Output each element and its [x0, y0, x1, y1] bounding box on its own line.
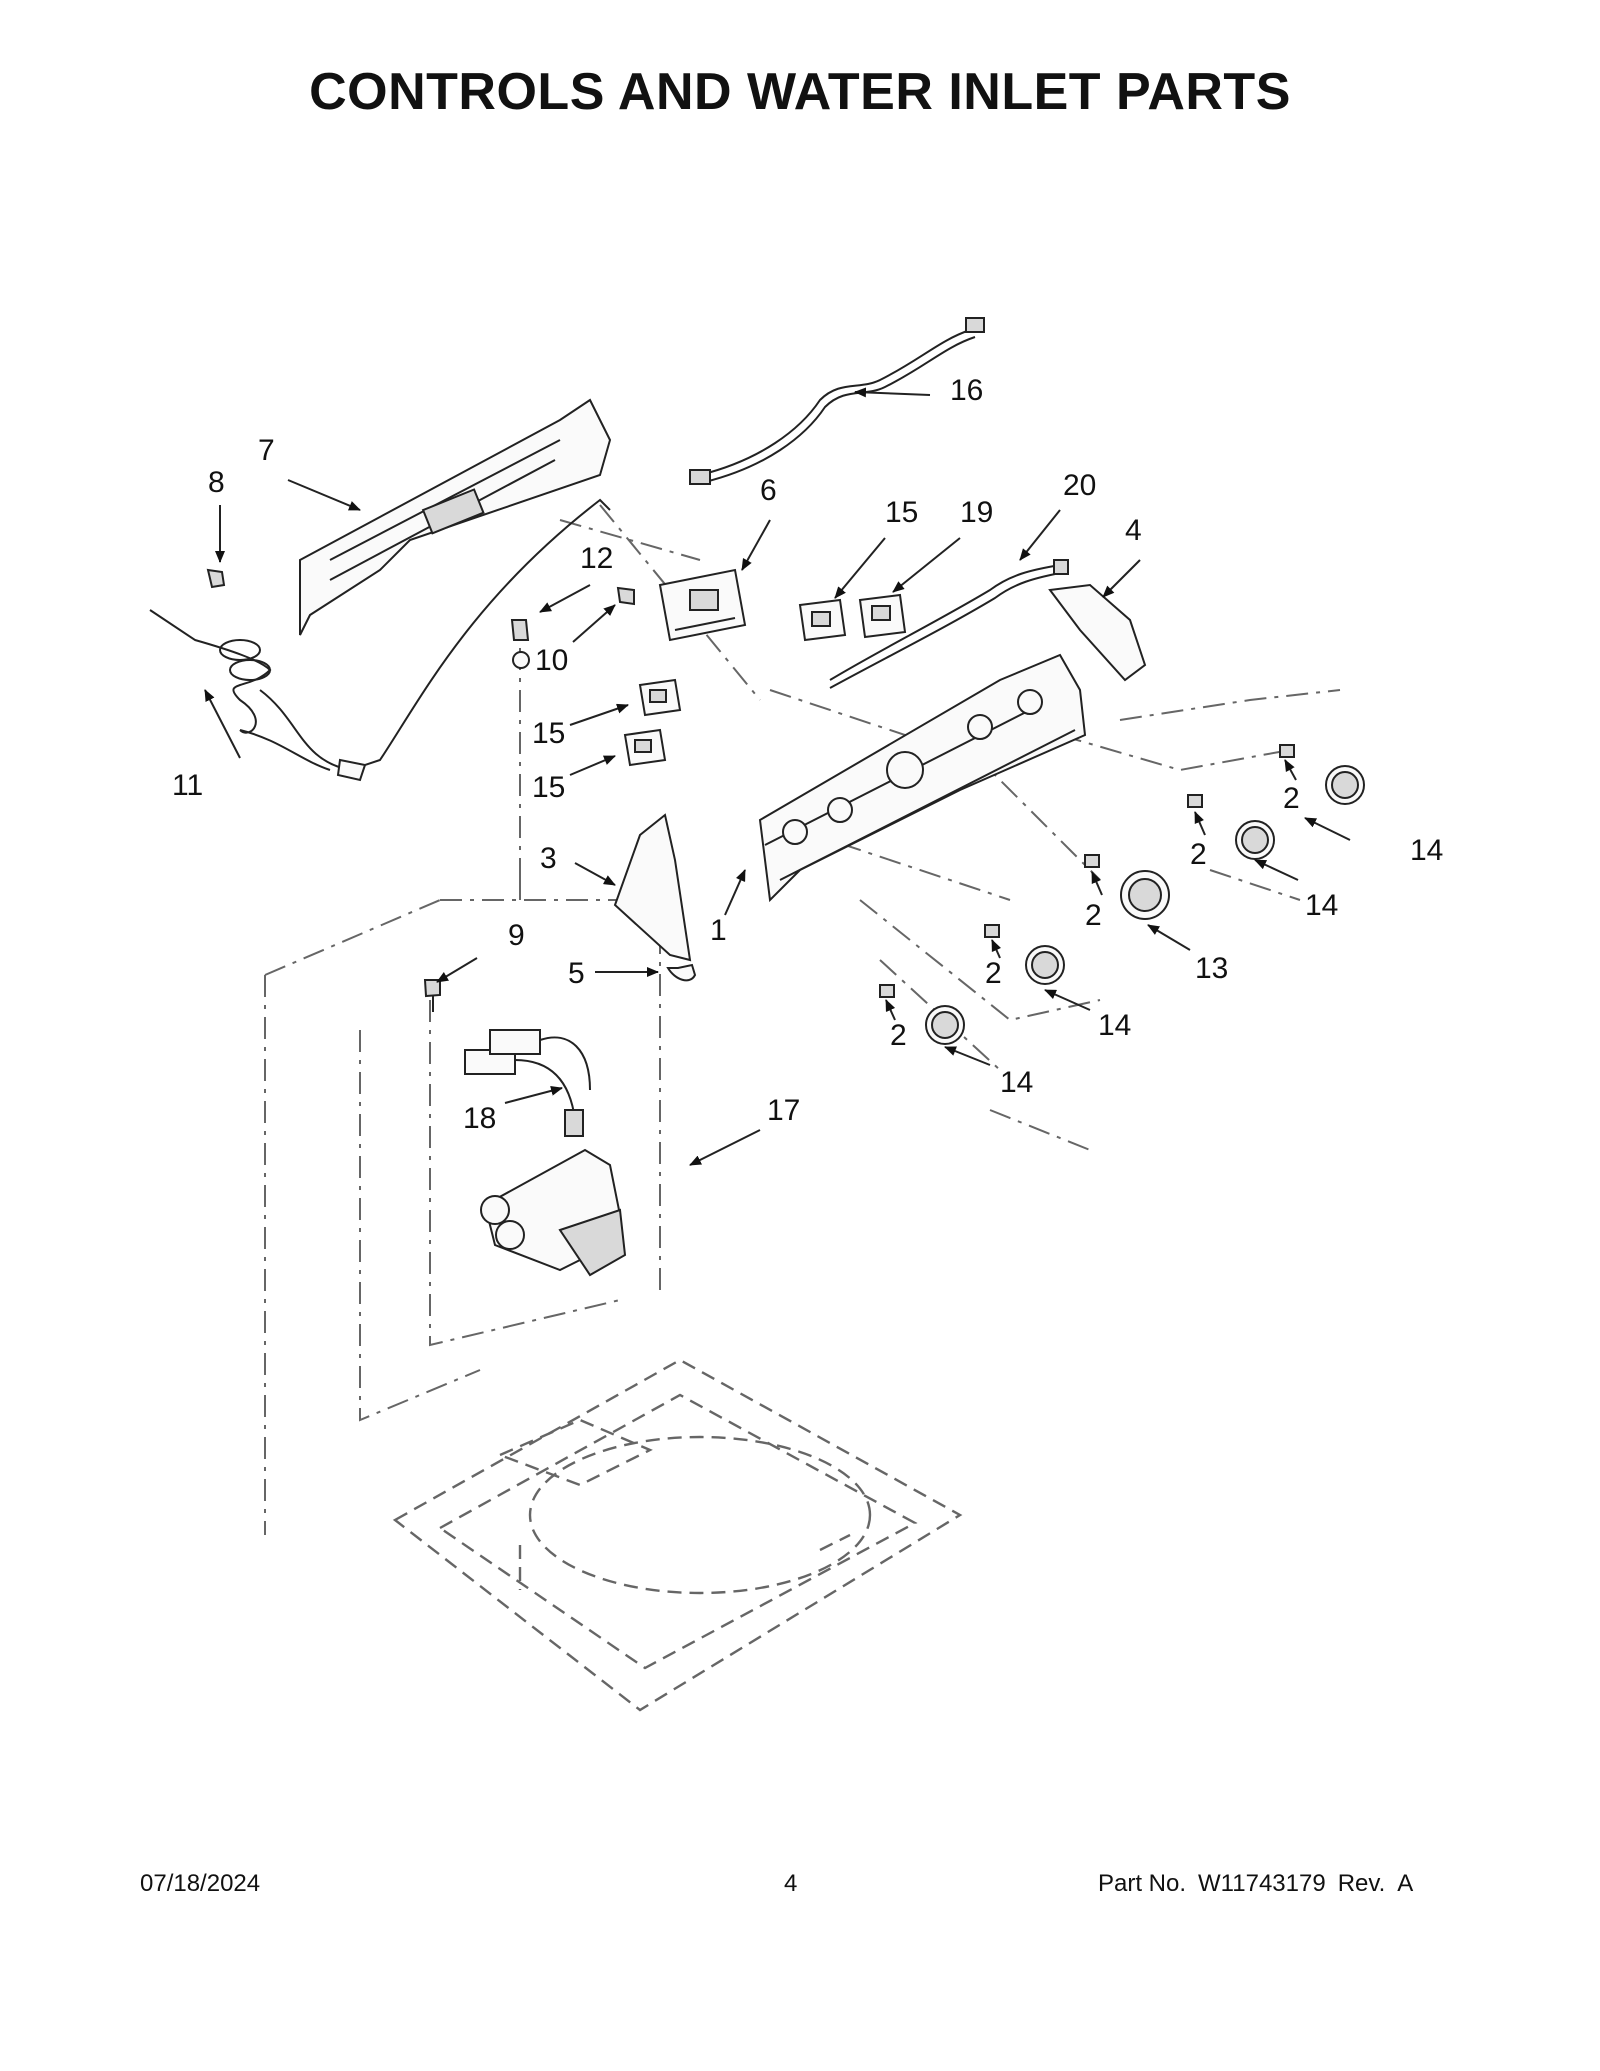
callout-14-a: 14 — [1410, 834, 1443, 867]
switch-19 — [858, 593, 907, 639]
power-cord — [149, 498, 611, 782]
knob-14-a — [1325, 765, 1365, 805]
callout-labels: 1 2 2 2 2 2 3 4 5 6 7 8 9 10 11 12 13 14… — [172, 374, 1443, 1135]
callout-15-c: 15 — [532, 771, 565, 804]
water-inlet-valve — [480, 1148, 627, 1277]
knobs — [879, 744, 1365, 1045]
callout-13: 13 — [1195, 952, 1228, 985]
callout-2-d: 2 — [985, 957, 1002, 990]
wire-harness-16 — [689, 317, 985, 485]
screw-10 — [616, 586, 635, 606]
callout-11: 11 — [172, 769, 203, 802]
callout-14-b: 14 — [1305, 889, 1338, 922]
inlet-harness-18 — [464, 1029, 591, 1137]
callout-15-b: 15 — [532, 717, 565, 750]
callout-9: 9 — [508, 919, 525, 952]
callout-15-a: 15 — [885, 496, 918, 529]
footer-date: 07/18/2024 — [140, 1870, 261, 1897]
console — [758, 653, 1087, 903]
callout-17: 17 — [767, 1094, 800, 1127]
callout-2-b: 2 — [1190, 838, 1207, 871]
callout-2-e: 2 — [890, 1019, 907, 1052]
callout-arrows — [204, 387, 1351, 1166]
page-title: CONTROLS AND WATER INLET PARTS — [309, 63, 1291, 121]
end-cap-left — [613, 813, 692, 962]
callout-2-a: 2 — [1283, 782, 1300, 815]
switch-15-lower — [623, 728, 667, 767]
rev-value: A — [1397, 1870, 1414, 1897]
callout-12: 12 — [580, 542, 613, 575]
ground-screw-12 — [510, 619, 530, 669]
rear-console-panel — [299, 398, 612, 636]
wire-harness-20 — [829, 559, 1069, 689]
callout-16: 16 — [950, 374, 983, 407]
assembly-guide-lines — [264, 504, 1341, 1535]
control-board — [658, 568, 747, 642]
knob-13 — [1120, 870, 1170, 920]
callout-1: 1 — [710, 914, 727, 947]
callout-14-c: 14 — [1098, 1009, 1131, 1042]
footer-page-number: 4 — [784, 1870, 798, 1897]
knob-14-b — [1235, 820, 1275, 860]
callout-20: 20 — [1063, 469, 1096, 502]
switch-15-middle — [638, 678, 682, 717]
callout-18: 18 — [463, 1102, 496, 1135]
washer-top-outline — [392, 1358, 963, 1712]
callout-8: 8 — [208, 466, 225, 499]
rev-label: Rev. — [1337, 1870, 1386, 1897]
spacers-2 — [879, 744, 1295, 998]
knob-14-d — [925, 1005, 965, 1045]
callout-3: 3 — [540, 842, 557, 875]
callout-5: 5 — [568, 957, 585, 990]
callout-7: 7 — [258, 434, 275, 467]
callout-4: 4 — [1125, 514, 1142, 547]
clip-5 — [666, 963, 697, 982]
callout-2-c: 2 — [1085, 899, 1102, 932]
part-label: Part No. — [1098, 1870, 1187, 1897]
part-number: W11743179 — [1198, 1870, 1326, 1897]
callout-10: 10 — [535, 644, 568, 677]
callout-6: 6 — [760, 474, 777, 507]
screw-8 — [206, 568, 226, 589]
knob-14-c — [1025, 945, 1065, 985]
end-cap-right — [1048, 583, 1147, 682]
switch-15-upper — [798, 598, 847, 642]
callout-19: 19 — [960, 496, 993, 529]
footer-part-info: Part No. W11743179 Rev. A — [1098, 1870, 1425, 1898]
callout-14-d: 14 — [1000, 1066, 1033, 1099]
screw-9 — [423, 979, 441, 1012]
